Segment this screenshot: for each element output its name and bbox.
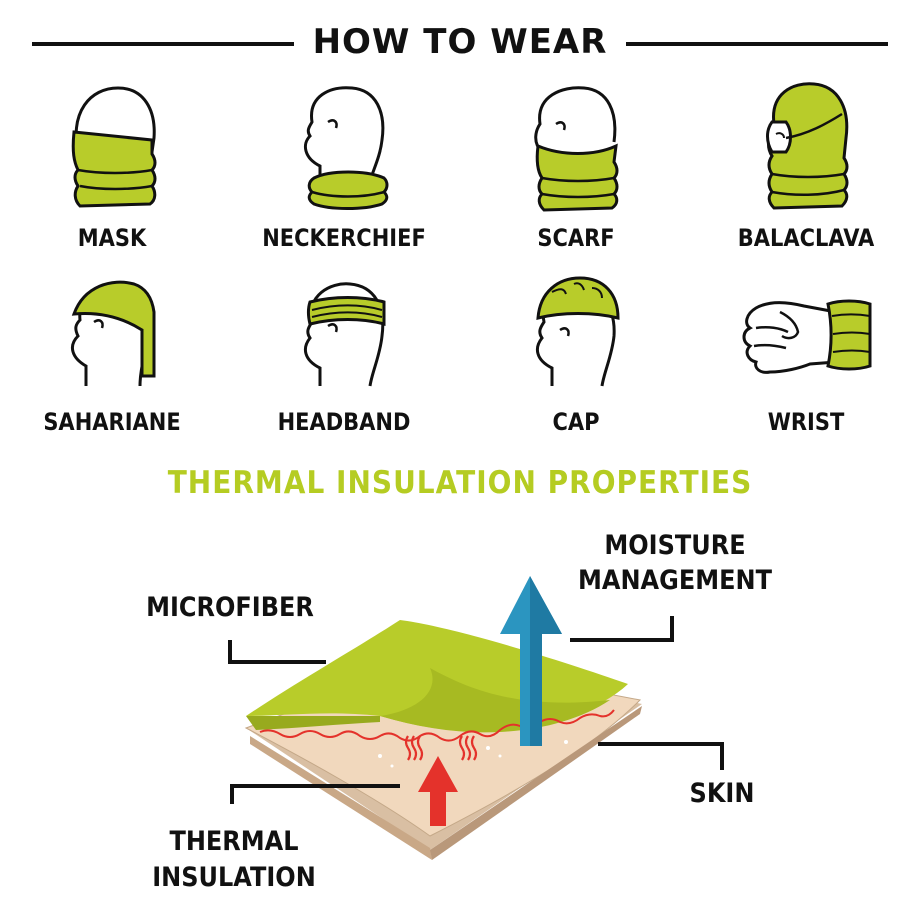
style-label-scarf: SCARF	[537, 224, 615, 252]
style-label-sahariane: SAHARIANE	[43, 408, 181, 436]
style-label-cap: CAP	[552, 408, 600, 436]
style-label-mask: MASK	[77, 224, 147, 252]
style-label-headband: HEADBAND	[277, 408, 411, 436]
label-thermal-line2: INSULATION	[152, 861, 316, 893]
neckerchief-icon	[290, 82, 400, 222]
style-label-wrist: WRIST	[767, 408, 845, 436]
wrist-icon	[740, 292, 880, 382]
style-label-neckerchief: NECKERCHIEF	[262, 224, 426, 252]
label-thermal-line1: THERMAL	[169, 825, 299, 857]
page-title: HOW TO WEAR	[312, 22, 608, 62]
cap-icon	[522, 272, 632, 392]
scarf-icon	[522, 82, 632, 222]
label-moisture-line1: MOISTURE	[604, 529, 746, 561]
headband-icon	[290, 272, 400, 392]
label-moisture-line2: MANAGEMENT	[578, 564, 772, 596]
title-rule-left	[32, 42, 294, 46]
mask-icon	[60, 82, 170, 222]
label-microfiber: MICROFIBER	[146, 591, 314, 623]
sahariane-icon	[60, 272, 170, 392]
label-skin: SKIN	[689, 777, 755, 809]
balaclava-icon	[752, 78, 862, 218]
fabric-layers-illustration	[0, 560, 920, 920]
thermal-section-title: THERMAL INSULATION PROPERTIES	[167, 464, 753, 501]
style-label-balaclava: BALACLAVA	[737, 224, 875, 252]
title-rule-right	[626, 42, 888, 46]
